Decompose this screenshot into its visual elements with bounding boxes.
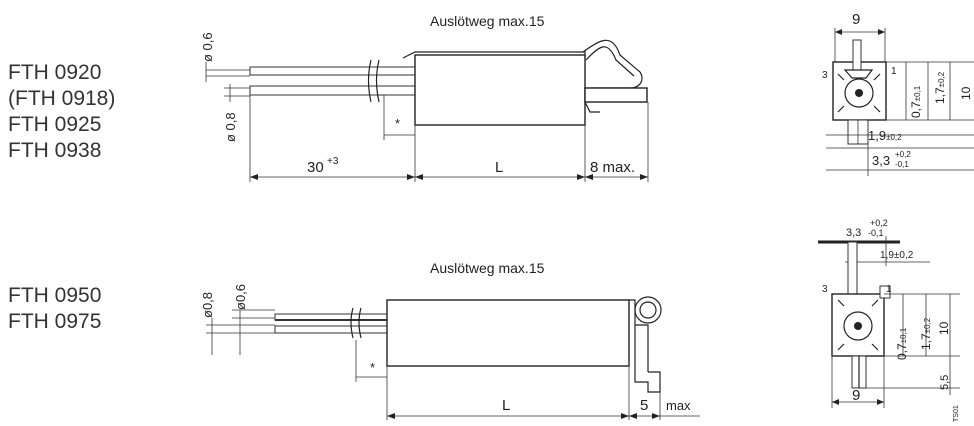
end-ring bbox=[634, 296, 662, 324]
bottom-end-max: max bbox=[666, 398, 691, 413]
top-ev-dim17: 1,7±0,2 bbox=[933, 71, 947, 104]
model-label: FTH 0938 bbox=[8, 139, 102, 162]
top-ev-pin1: 1 bbox=[891, 66, 897, 77]
top-ev-pin3: 3 bbox=[822, 70, 828, 81]
bottom-dia-right: ø0,6 bbox=[233, 284, 248, 310]
bottom-ev-dim17: 1,7±0,2 bbox=[919, 317, 933, 350]
component-body bbox=[414, 54, 586, 126]
model-label: FTH 0925 bbox=[8, 113, 102, 136]
top-ev-dim33-tol-up: +0,2 bbox=[895, 150, 911, 159]
top-ev-dim19: 1,9±0,2 bbox=[868, 128, 902, 143]
top-end-length: 8 max. bbox=[590, 159, 635, 176]
bottom-model-list: FTH 0950 FTH 0975 bbox=[8, 283, 101, 335]
model-label: FTH 0975 bbox=[8, 310, 102, 333]
bottom-end-view: +0,2 3,3 -0,1 1,9±0,2 3 1 0,7±0,1 1,7±0,… bbox=[818, 218, 960, 422]
model-label: FTH 0950 bbox=[8, 284, 102, 307]
model-label: FTH 0920 bbox=[8, 61, 102, 84]
bottom-body-length: L bbox=[502, 397, 510, 414]
top-ev-dim33: 3,3 bbox=[872, 153, 890, 168]
top-body-length: L bbox=[495, 159, 503, 176]
top-dia-upper: ø 0,6 bbox=[200, 32, 215, 62]
bottom-ev-dim33-tol-up: +0,2 bbox=[870, 218, 888, 228]
bottom-ev-dim19: 1,9±0,2 bbox=[880, 250, 914, 261]
bottom-end-length: 5 bbox=[640, 397, 648, 414]
end-view-bore bbox=[844, 78, 874, 108]
top-dia-lower: ø 0,8 bbox=[223, 112, 238, 142]
top-ev-width: 9 bbox=[852, 11, 860, 28]
bottom-dia-left: ø0,8 bbox=[200, 292, 215, 318]
lead-wire bbox=[249, 66, 417, 76]
top-travel-label: Auslötweg max.15 bbox=[430, 13, 545, 29]
lead-wire bbox=[249, 85, 417, 96]
bottom-ev-pin3: 3 bbox=[822, 284, 828, 295]
top-model-list: FTH 0920 (FTH 0918) FTH 0925 FTH 0938 bbox=[8, 60, 115, 164]
bottom-ev-code: TS01 bbox=[953, 405, 960, 422]
top-side-view: Auslötweg max.15 ø 0,6 ø 0,8 * bbox=[200, 13, 649, 182]
bottom-ev-dim07: 0,7±0,1 bbox=[895, 327, 909, 360]
top-lead-tol: +3 bbox=[327, 156, 339, 167]
bottom-ev-pin1: 1 bbox=[886, 284, 892, 295]
top-star: * bbox=[395, 116, 400, 131]
top-end-view: 9 3 1 0,7±0,1 1,7±0,2 10 1,9±0,2 3,3 +0,… bbox=[822, 11, 974, 176]
top-ev-dim10: 10 bbox=[959, 86, 973, 100]
lead-wire bbox=[274, 325, 388, 334]
component-body bbox=[386, 299, 630, 367]
top-ev-dim07: 0,7±0,1 bbox=[909, 85, 923, 118]
top-lead-length: 30 bbox=[307, 159, 324, 176]
bottom-ev-dim33-tol-dn: -0,1 bbox=[868, 228, 884, 238]
bottom-ev-width: 9 bbox=[852, 387, 860, 404]
end-terminal bbox=[584, 87, 648, 103]
top-ev-dim33-tol-dn: -0,1 bbox=[895, 160, 909, 169]
bottom-travel-label: Auslötweg max.15 bbox=[430, 260, 545, 276]
bottom-side-view: Auslötweg max.15 ø0,8 ø0,6 * L 5 bbox=[200, 260, 700, 420]
bottom-star: * bbox=[370, 360, 375, 375]
bottom-ev-dim33: 3,3 bbox=[846, 227, 861, 239]
bottom-ev-dim10: 10 bbox=[937, 321, 951, 335]
model-label: (FTH 0918) bbox=[8, 87, 116, 110]
bottom-ev-dim55: 5,5 bbox=[939, 375, 951, 390]
end-view-bore bbox=[843, 311, 873, 341]
